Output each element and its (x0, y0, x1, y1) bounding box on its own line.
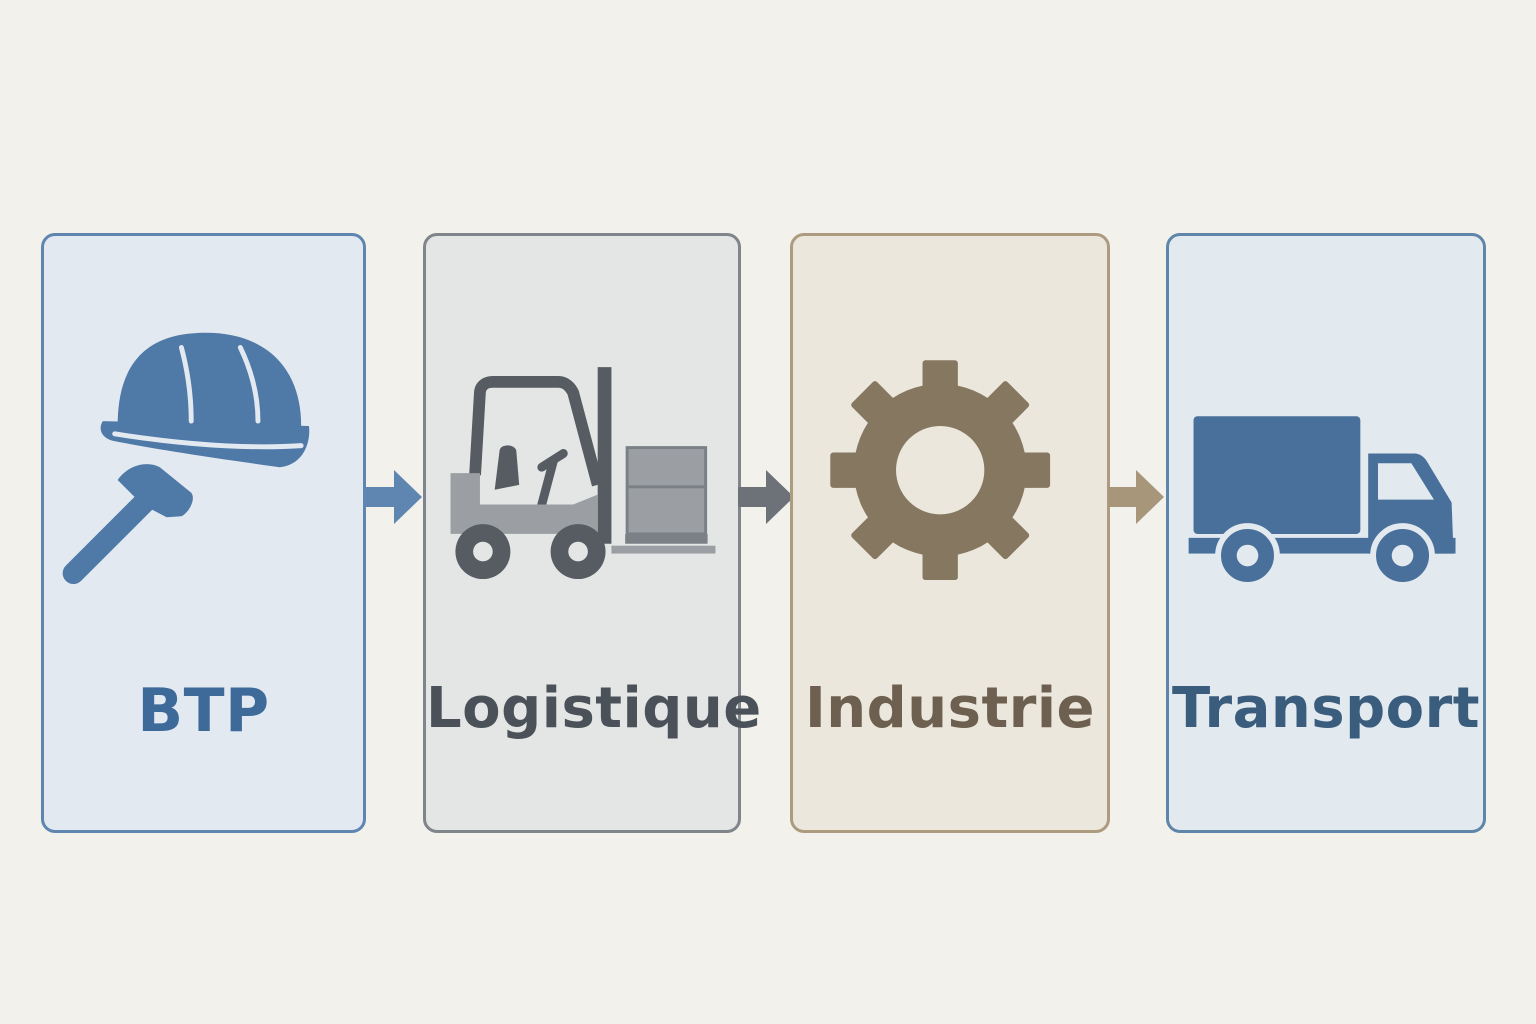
step-card-logistique: Logistique (423, 233, 762, 833)
step-label-btp: BTP (137, 676, 270, 746)
step-card-transport: Transport (1166, 233, 1486, 833)
forklift-icon (450, 367, 716, 580)
step-label-logistique: Logistique (426, 676, 762, 741)
arrow-right-icon (1108, 470, 1164, 524)
step-card-btp: BTP (41, 233, 366, 833)
truck-icon (1188, 416, 1456, 588)
gear-icon (830, 360, 1051, 581)
step-card-industrie: Industrie (790, 233, 1110, 833)
step-label-transport: Transport (1171, 676, 1481, 741)
hard-hat-hammer-icon (62, 332, 310, 585)
arrow-right-icon (366, 470, 422, 524)
arrow-right-icon (738, 470, 794, 524)
step-label-industrie: Industrie (804, 676, 1096, 741)
